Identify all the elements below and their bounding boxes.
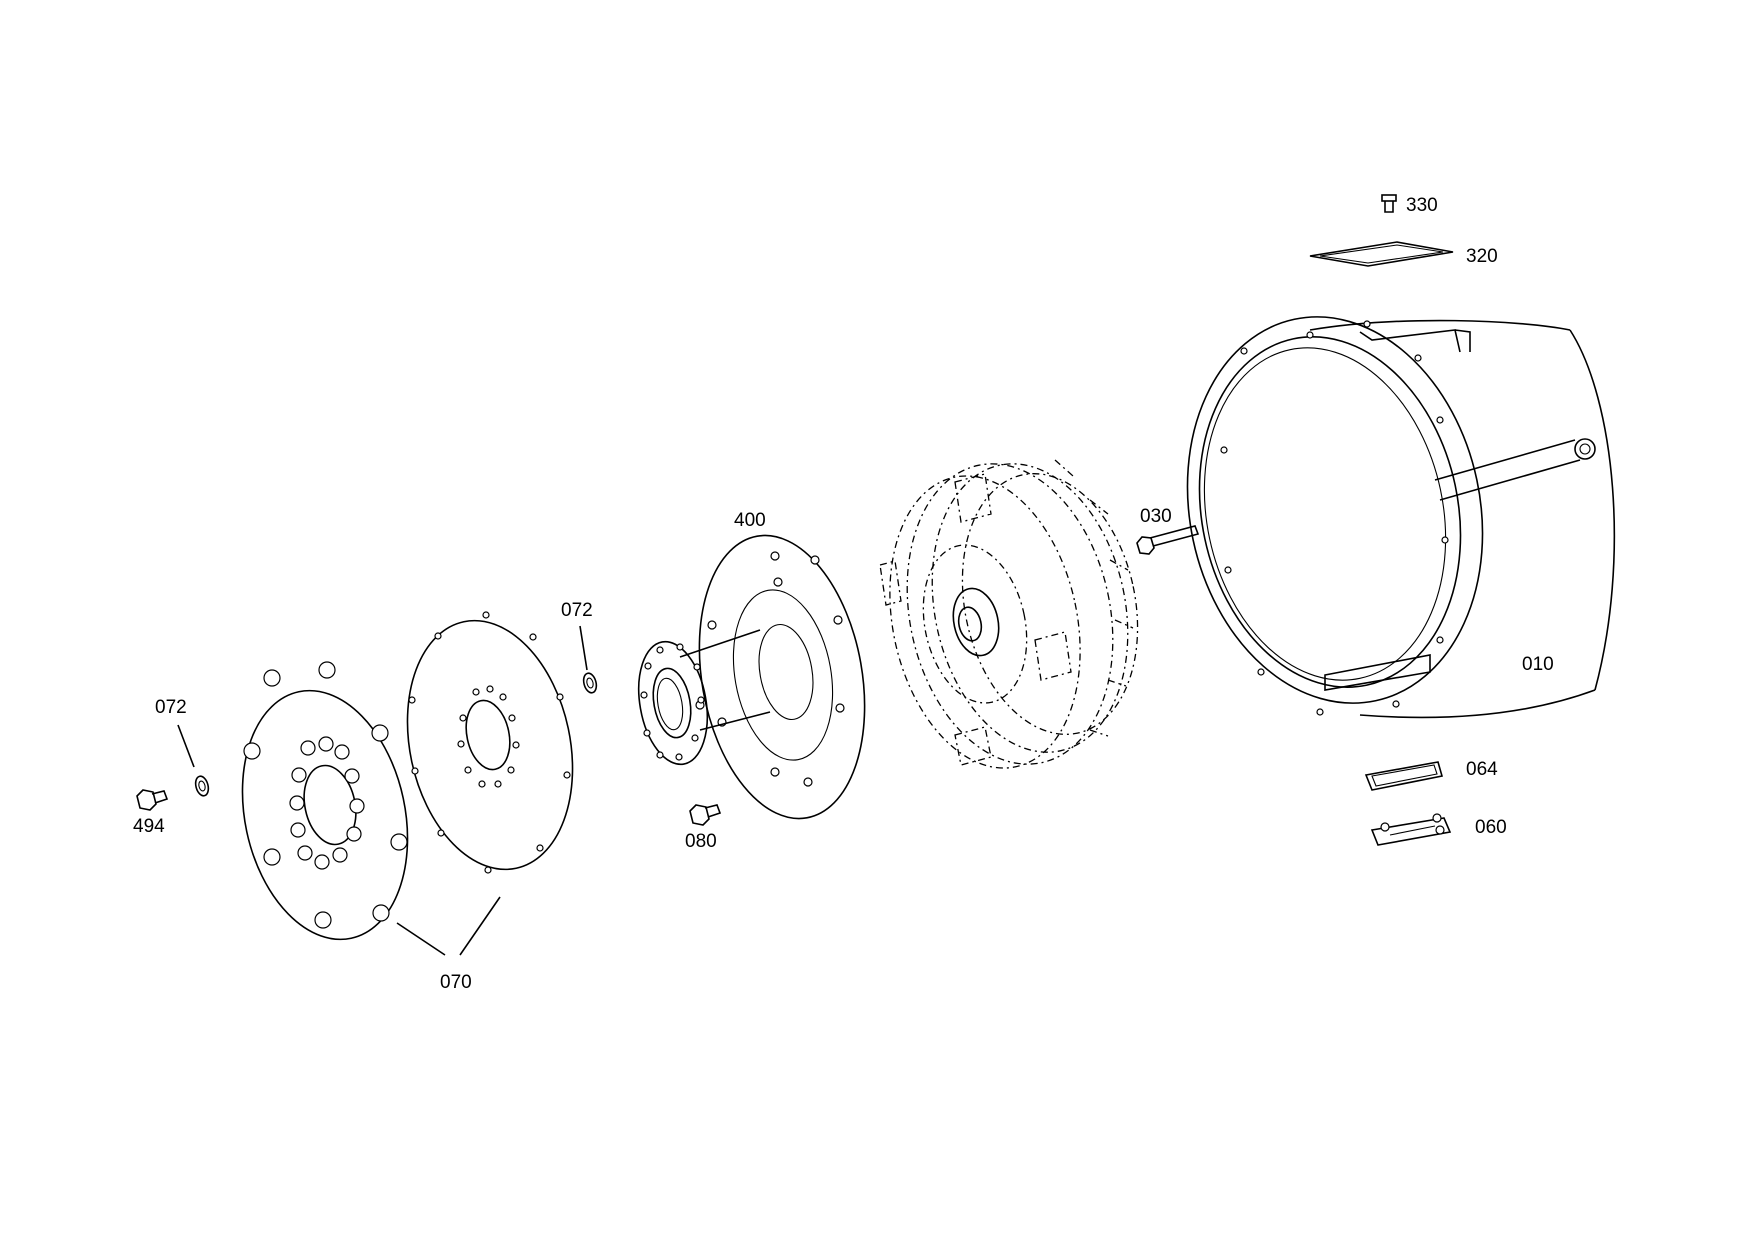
part-030-bolt[interactable] [1136, 525, 1200, 555]
part-330-plug[interactable] [1381, 194, 1397, 213]
torque-converter[interactable] [864, 445, 1160, 786]
part-010-housing[interactable] [1153, 289, 1616, 731]
leader-070 [396, 896, 501, 956]
front-flange-holes [640, 643, 705, 761]
part-072-washer-middle[interactable] [582, 672, 599, 694]
rear-plate-inner-holes [457, 685, 520, 788]
leader-072-middle [579, 625, 588, 671]
label-064: 064 [1466, 759, 1498, 780]
label-030: 030 [1140, 506, 1172, 527]
part-064-gasket[interactable] [1364, 761, 1444, 791]
part-labels: 330 320 400 030 072 010 072 064 494 060 … [133, 195, 1554, 993]
part-080-bolt[interactable] [689, 804, 722, 826]
part-060-cover-plate[interactable] [1370, 813, 1452, 846]
label-080: 080 [685, 831, 717, 852]
part-070-flex-plate-rear[interactable] [386, 605, 595, 885]
part-072-washer-left[interactable] [194, 775, 211, 797]
part-400-hub-flange[interactable] [630, 522, 886, 831]
leader-072-left [177, 724, 195, 768]
label-400: 400 [734, 510, 766, 531]
label-070: 070 [440, 972, 472, 993]
converter-lugs [879, 473, 1072, 766]
label-330: 330 [1406, 195, 1438, 216]
flex-plate-bolt-ring [289, 736, 365, 870]
housing-flange-holes [1220, 320, 1449, 716]
label-072-left: 072 [155, 697, 187, 718]
label-010: 010 [1522, 654, 1554, 675]
label-320: 320 [1466, 246, 1498, 267]
part-320-gasket[interactable] [1309, 241, 1454, 267]
part-070-flex-plate-front[interactable] [221, 661, 430, 955]
label-060: 060 [1475, 817, 1507, 838]
label-072-middle: 072 [561, 600, 593, 621]
label-494: 494 [133, 816, 165, 837]
flex-plate-outer-holes [243, 661, 408, 929]
part-494-bolt[interactable] [136, 789, 169, 811]
rear-plate-outer-holes [408, 611, 571, 874]
